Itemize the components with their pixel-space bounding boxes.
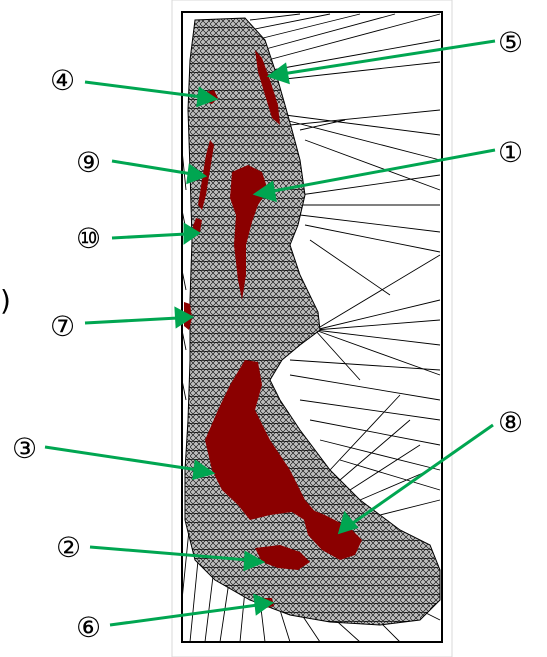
callout-label-6: ⑥ bbox=[76, 611, 101, 644]
leader-7 bbox=[85, 318, 178, 323]
callout-label-10: ⑩ bbox=[76, 222, 101, 255]
callout-label-1: ① bbox=[498, 136, 523, 169]
callout-label-5: ⑤ bbox=[498, 26, 523, 59]
callout-label-2: ② bbox=[56, 531, 81, 564]
callout-label-8: ⑧ bbox=[498, 406, 523, 439]
callout-label-7: ⑦ bbox=[50, 310, 75, 343]
callout-label-3: ③ bbox=[12, 432, 37, 465]
callout-label-9: ⑨ bbox=[76, 146, 101, 179]
callout-label-4: ④ bbox=[50, 64, 75, 97]
side-mark: ) bbox=[0, 284, 11, 317]
